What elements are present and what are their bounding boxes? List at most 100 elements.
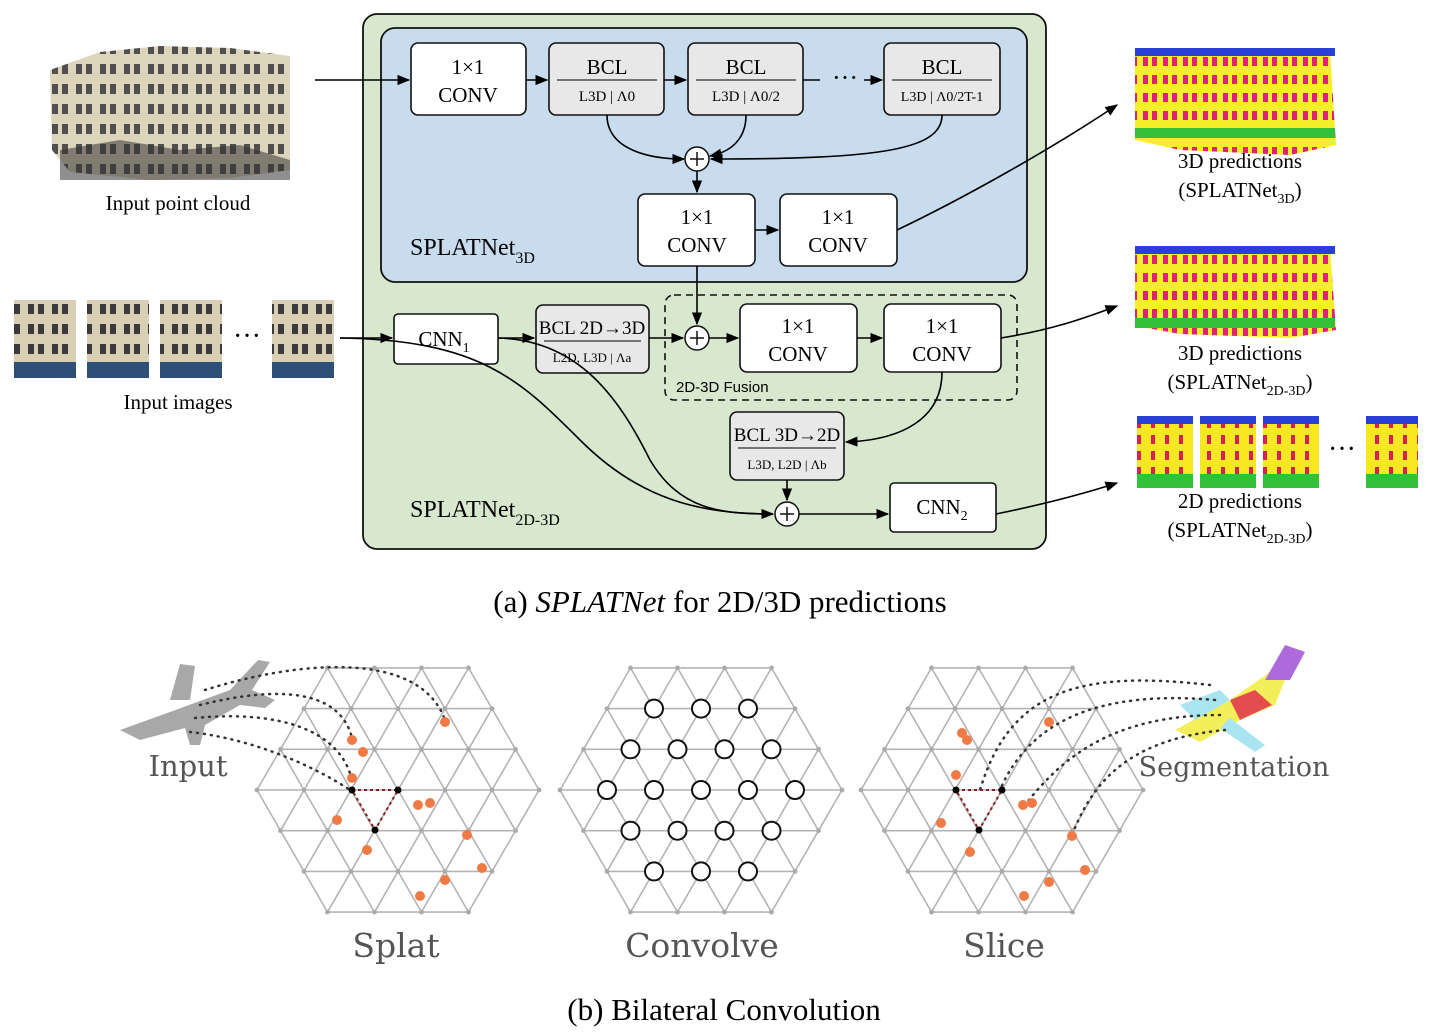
- bcl-ellipsis: ···: [832, 63, 858, 92]
- lattice-vertex: [976, 746, 981, 752]
- lattice-edge: [1024, 789, 1050, 832]
- lattice-vertex: [419, 828, 424, 834]
- lattice-edge: [930, 708, 956, 750]
- lattice-edge: [467, 871, 493, 913]
- conv-box-mid-1: 1×1 CONV: [637, 193, 756, 267]
- slice-point: [965, 847, 975, 857]
- cnn1-box: CNN1: [393, 313, 499, 365]
- lattice-edge: [1024, 871, 1050, 913]
- lattice-edge: [303, 830, 329, 872]
- lattice-edge: [444, 667, 470, 709]
- lattice-edge: [907, 708, 933, 750]
- lattice-edge: [954, 708, 980, 750]
- label-splat: Splat: [352, 926, 439, 965]
- lattice-edge: [883, 708, 909, 750]
- output-label-1-line2: (SPLATNet3D): [1178, 178, 1301, 207]
- lattice-edge: [326, 830, 352, 872]
- lattice-edge: [907, 667, 933, 709]
- lattice-edge: [817, 748, 843, 791]
- input-point-cloud-label: Input point cloud: [106, 191, 251, 215]
- lattice-vertex: [581, 828, 586, 834]
- lattice-vertex: [442, 706, 448, 711]
- svg-text:1×1: 1×1: [452, 55, 485, 79]
- slice-dotted-paths: [978, 679, 1227, 837]
- output-3d-splatnet2d3d-image: [1135, 246, 1336, 338]
- lattice-vertex: [325, 909, 330, 915]
- lattice-edge: [420, 708, 446, 750]
- lattice-edge: [444, 789, 470, 832]
- lattice-vertex: [604, 706, 610, 711]
- svg-text:CNN2: CNN2: [916, 495, 967, 524]
- svg-text:1×1: 1×1: [681, 205, 714, 229]
- lattice-vertex: [348, 706, 354, 711]
- convolve-node: [597, 780, 617, 800]
- lattice-edge: [883, 748, 909, 791]
- lattice-edge: [303, 748, 329, 791]
- lattice-vertex: [628, 665, 633, 671]
- lattice-edge: [1048, 667, 1074, 709]
- lattice-edge: [397, 748, 423, 791]
- lattice-edge: [373, 830, 399, 872]
- lattice-edge: [770, 667, 796, 709]
- splat-point: [425, 798, 435, 808]
- splat-point: [477, 863, 487, 873]
- lattice-edge: [420, 748, 446, 791]
- convolve-node: [620, 820, 641, 841]
- lattice-vertex: [372, 909, 377, 915]
- lattice-vertex: [1117, 828, 1122, 834]
- bcl-box-1: BCL L3D | Λ0: [548, 42, 665, 116]
- lattice-edge: [930, 871, 956, 913]
- lattice-vertex: [395, 869, 401, 874]
- lattice-vertex: [1117, 746, 1122, 752]
- output-label-1-line1: 3D predictions: [1178, 149, 1302, 173]
- convolve-node: [738, 780, 758, 800]
- conv-box-fusion-1: 1×1 CONV: [739, 303, 858, 373]
- lattice-edge: [977, 748, 1003, 791]
- svg-text:1×1: 1×1: [782, 314, 815, 338]
- lattice-splat: [254, 665, 542, 915]
- lattice-edge: [977, 708, 1003, 750]
- lattice-vertex: [1046, 706, 1052, 711]
- lattice-edge: [1048, 748, 1074, 791]
- input-airplane-pointcloud: [120, 660, 275, 745]
- lattice-edge: [373, 708, 399, 750]
- lattice-vertex: [581, 746, 586, 752]
- splat-point: [347, 735, 357, 745]
- sum-node-bottom: [774, 501, 800, 527]
- lattice-edge: [907, 830, 933, 872]
- lattice-edge: [1095, 830, 1121, 872]
- lattice-edge: [397, 871, 423, 913]
- lattice-edge: [1095, 708, 1121, 750]
- convolve-node: [691, 698, 711, 719]
- lattice-vertex: [395, 706, 401, 711]
- convolve-node: [714, 820, 735, 841]
- lattice-edge: [373, 871, 399, 913]
- slice-point: [951, 770, 961, 780]
- svg-text:1×1: 1×1: [926, 314, 959, 338]
- lattice-edge: [582, 830, 608, 872]
- svg-text:L3D | Λ0: L3D | Λ0: [579, 89, 635, 105]
- lattice-vertex: [604, 869, 610, 874]
- splat-point: [362, 845, 372, 855]
- input-images-thumbnails: [14, 300, 334, 378]
- lattice-edge: [326, 871, 352, 913]
- output-label-3-line1: 2D predictions: [1178, 489, 1302, 513]
- lattice-edge: [397, 667, 423, 709]
- lattice-edge: [582, 708, 608, 750]
- lattice-edge: [559, 789, 585, 832]
- lattice-edge: [883, 789, 909, 832]
- splat-point: [462, 830, 472, 840]
- splat-point: [415, 891, 425, 901]
- convolve-node: [738, 861, 758, 882]
- output-2d-images: [1137, 416, 1418, 488]
- lattice-vertex: [1023, 909, 1028, 915]
- svg-text:BCL: BCL: [922, 55, 963, 79]
- lattice-edge: [883, 830, 909, 872]
- label-segmentation: Segmentation: [1139, 752, 1330, 783]
- lattice-edge: [467, 830, 493, 872]
- lattice-vertex: [905, 787, 911, 793]
- lattice-vertex: [882, 828, 887, 834]
- lattice-vertex: [1023, 828, 1028, 834]
- lattice-edge: [514, 789, 540, 832]
